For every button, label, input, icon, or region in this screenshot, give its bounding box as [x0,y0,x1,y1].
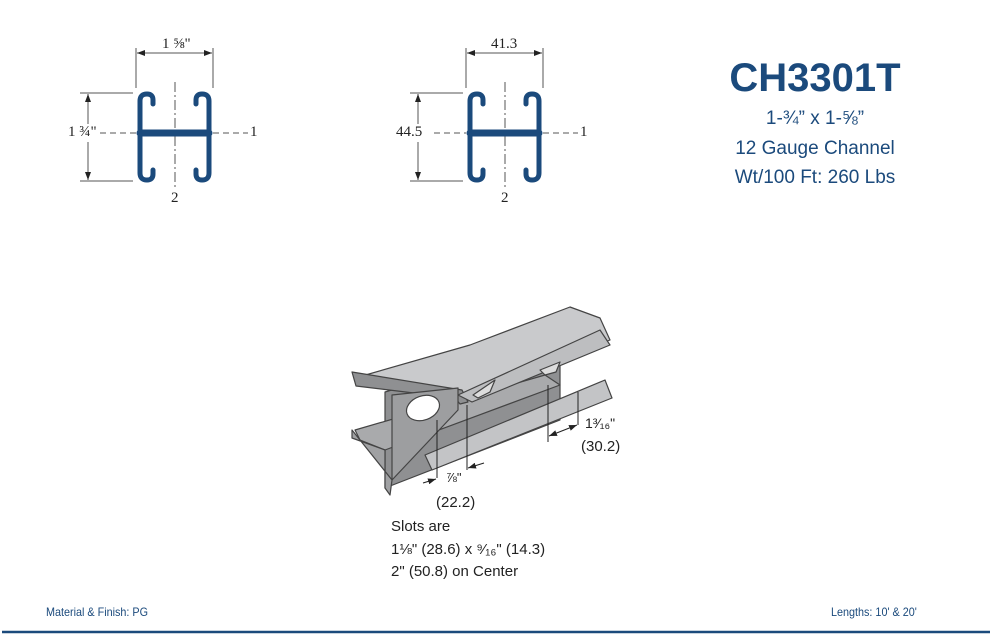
isometric-channel-drawing [351,306,613,496]
profile-imperial-drawing [80,48,248,188]
imperial-axis2-label: 2 [171,190,179,206]
metric-axis2-label: 2 [501,190,509,206]
spacing-inch-label: 1³⁄₁₆" [585,415,616,431]
profile-metric-drawing [410,48,578,188]
slot-gap-inch-label: ⅞" [446,470,462,485]
slots-note-line-3: 2" (50.8) on Center [391,563,519,580]
product-weight: Wt/100 Ft: 260 Lbs [734,167,896,188]
product-gauge: 12 Gauge Channel [735,138,895,159]
product-model-title: CH3301T [729,56,901,100]
material-finish: Material & Finish: PG [46,605,149,619]
imperial-axis1-label: 1 [250,124,258,140]
lengths: Lengths: 10' & 20' [831,605,917,619]
spacing-mm-label: (30.2) [581,438,621,455]
imperial-width-label: 1 ⅝" [162,36,191,52]
slots-note-line-1: Slots are [391,518,451,535]
metric-width-label: 41.3 [491,36,518,52]
imperial-height-label: 1 ¾" [68,124,97,141]
slot-gap-mm-label: (22.2) [436,494,476,511]
metric-height-label: 44.5 [396,124,423,141]
metric-axis1-label: 1 [580,124,588,140]
product-size: 1-¾” x 1-⅝” [765,108,865,129]
slots-note-line-2: 1⅛" (28.6) x ⁹⁄₁₆" (14.3) [391,541,546,558]
